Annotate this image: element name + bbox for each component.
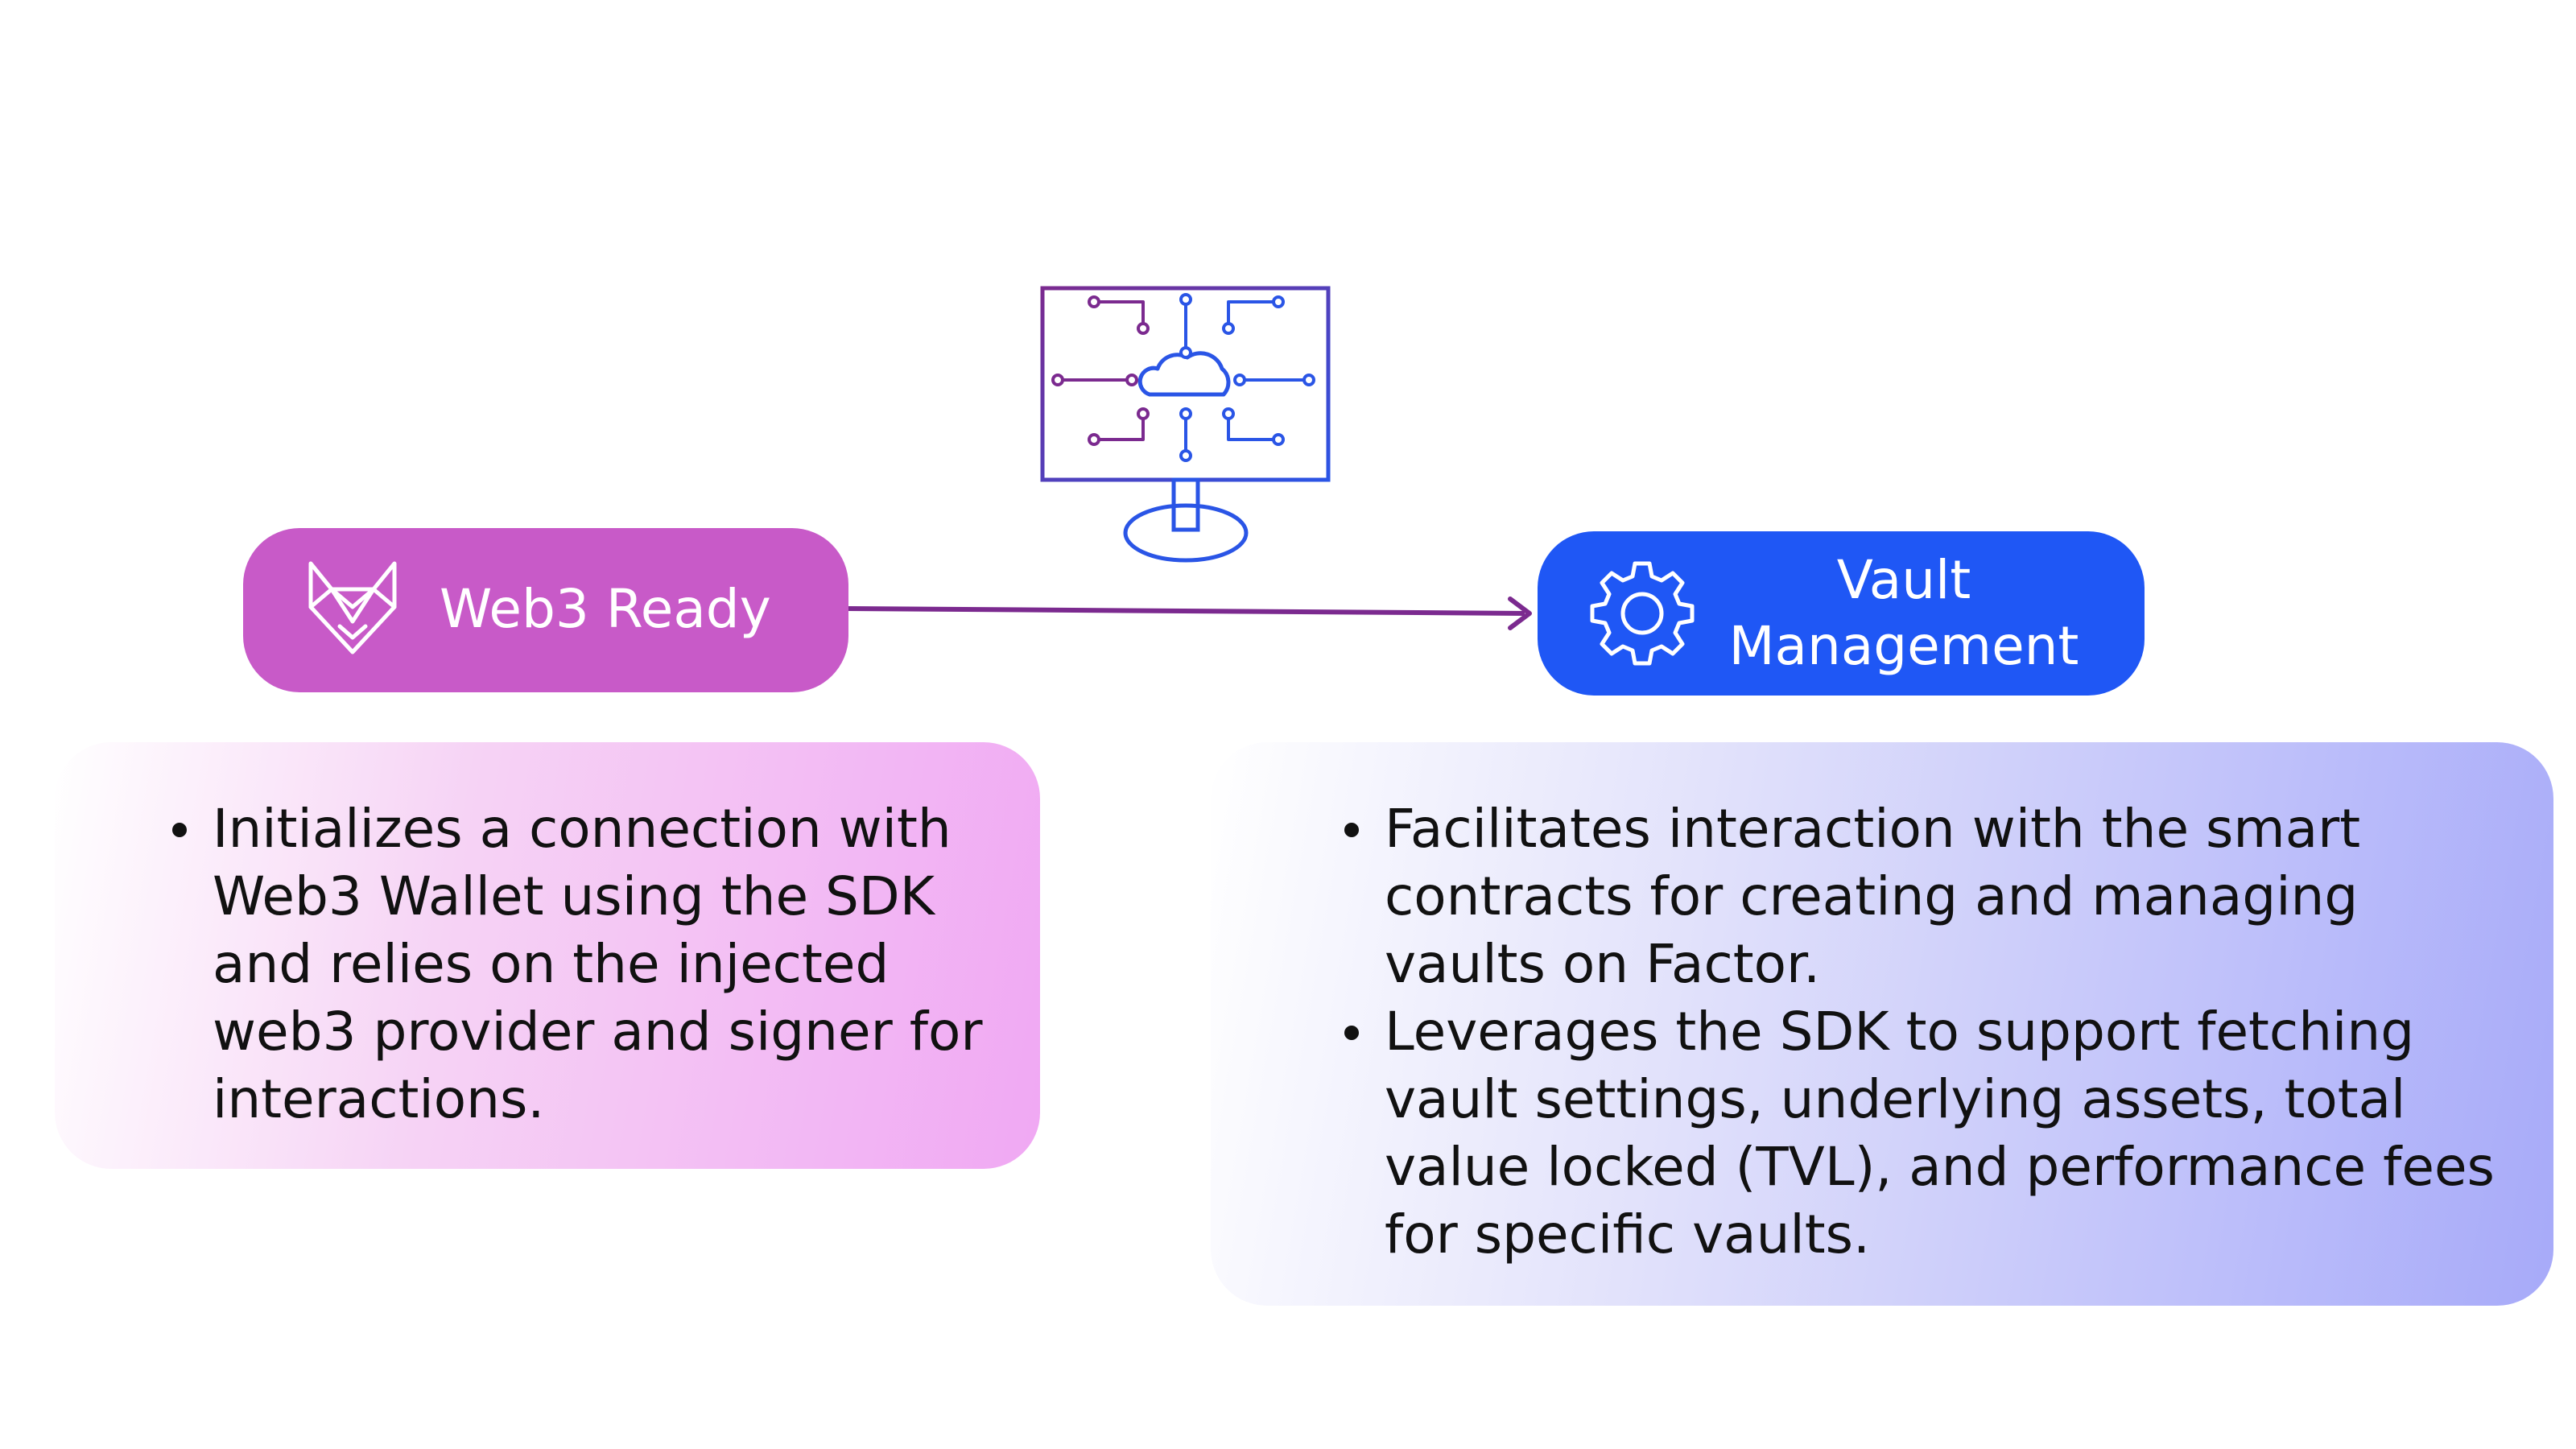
gear-icon	[1590, 561, 1695, 666]
vault-management-node: Vault Management	[1538, 531, 2145, 696]
vault-management-label-line-1: Vault	[1836, 549, 1971, 611]
web3-bullet-list: Initializes a connection with Web3 Walle…	[172, 795, 1001, 1133]
web3-ready-label: Web3 Ready	[440, 578, 771, 640]
vault-bullet-2: Leverages the SDK to support fetching va…	[1344, 998, 2528, 1269]
vault-management-label: Vault Management	[1715, 547, 2093, 679]
web3-ready-node: Web3 Ready	[243, 528, 848, 692]
vault-management-label-line-2: Management	[1728, 615, 2079, 677]
vault-description-card: Facilitates interaction with the smart c…	[1211, 742, 2553, 1306]
web3-bullet-1: Initializes a connection with Web3 Walle…	[172, 795, 1001, 1133]
fox-icon	[308, 561, 397, 654]
web3-description-card: Initializes a connection with Web3 Walle…	[55, 742, 1040, 1169]
monitor-cloud-circuit-icon	[1040, 286, 1331, 563]
vault-bullet-list: Facilitates interaction with the smart c…	[1344, 795, 2528, 1269]
vault-bullet-1: Facilitates interaction with the smart c…	[1344, 795, 2528, 998]
